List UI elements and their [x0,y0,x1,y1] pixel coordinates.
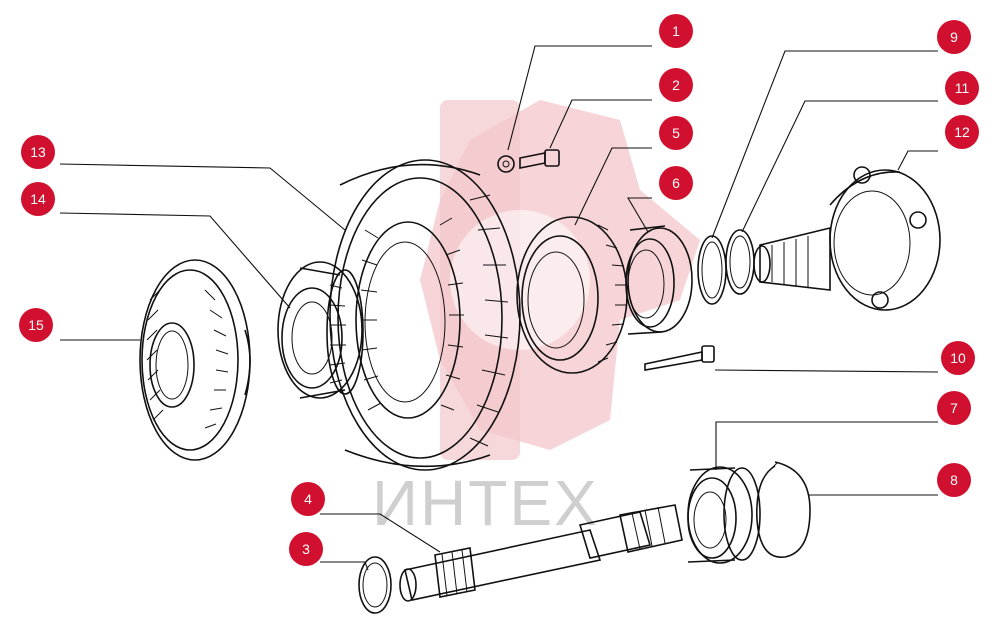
leader-13 [59,163,346,231]
part-10-bolt [644,345,715,371]
callout-15: 15 [19,308,53,342]
leader-14 [59,212,291,309]
part-13-ring-gear [329,159,521,471]
part-1-washer [497,155,515,173]
leader-11 [741,100,938,233]
callout-11: 11 [945,71,979,105]
svg-text:4: 4 [304,491,312,507]
svg-text:10: 10 [950,350,966,366]
callout-7: 7 [937,391,971,425]
leader-6 [627,197,652,233]
part-4-shaft [399,504,683,602]
leader-5 [574,147,652,226]
callout-12: 12 [945,115,979,149]
svg-text:14: 14 [30,191,46,207]
part-3-circlip [358,556,392,614]
part-15-hub-disc [139,259,251,461]
callout-8: 8 [937,463,971,497]
svg-text:7: 7 [950,400,958,416]
watermark-text: ИНТЕХ [372,467,599,539]
callout-2: 2 [659,68,693,102]
part-7-bearing [687,466,761,564]
callout-3: 3 [289,532,323,566]
leader-12 [897,150,938,171]
svg-text:5: 5 [672,125,680,141]
callout-4: 4 [291,482,325,516]
svg-text:9: 9 [950,29,958,45]
callout-1: 1 [659,14,693,48]
svg-text:8: 8 [950,472,958,488]
leader-2 [549,99,652,149]
part-12-flange-shaft [753,166,941,311]
leader-lines [59,45,939,571]
svg-text:15: 15 [28,317,44,333]
watermark-logo: ИНТЕХ [372,100,700,539]
svg-text:1: 1 [672,23,680,39]
leader-3 [320,561,369,571]
leader-4 [320,513,441,553]
part-5-gear-ring [516,216,628,374]
part-8-snap-ring [756,461,811,558]
leader-9 [711,50,938,239]
leader-1 [507,45,652,151]
part-9-ring [697,235,727,305]
callouts: 1 2 3 4 5 6 7 8 9 10 11 12 13 14 15 [19,14,979,566]
svg-text:11: 11 [955,80,970,96]
callout-9: 9 [937,20,971,54]
callout-13: 13 [21,135,55,169]
svg-text:6: 6 [672,175,680,191]
callout-6: 6 [659,166,693,200]
leader-10 [714,369,939,373]
callout-14: 14 [21,182,55,216]
part-11-ring [725,229,755,295]
part-14-bearing [277,261,364,399]
leader-7 [715,421,938,470]
svg-text:3: 3 [302,541,310,557]
svg-text:12: 12 [954,124,970,140]
callout-10: 10 [941,341,975,375]
svg-text:13: 13 [30,144,46,160]
part-6-bearing [625,225,693,335]
callout-5: 5 [659,116,693,150]
svg-text:2: 2 [672,77,680,93]
part-2-bolt [519,149,560,169]
